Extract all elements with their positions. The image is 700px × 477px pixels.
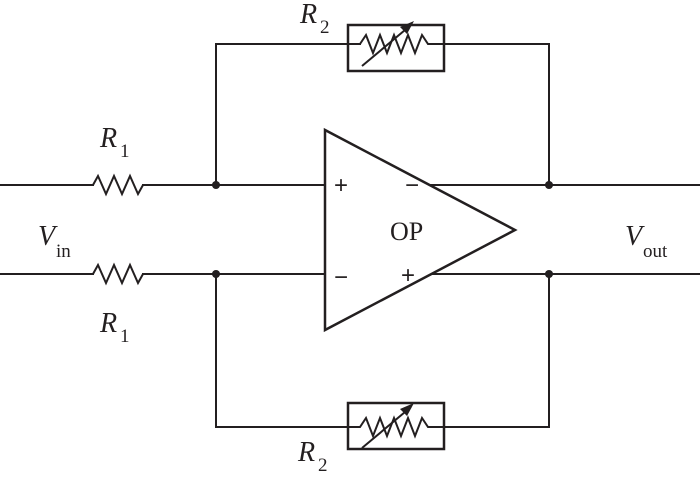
junction-dot-top-right [545,181,553,189]
bottom-r2-letter: R [297,437,315,468]
top-r2-arrowhead [400,21,414,34]
top-r2-box [346,23,446,73]
junction-dot-bottom-right [545,270,553,278]
op-pin-bottom-right-sign: + [401,262,415,289]
top-r1-subscript: 1 [120,141,130,162]
bottom-r1-label: R 1 [99,308,130,347]
junction-dot-top-left [212,181,220,189]
bottom-r1-letter: R [99,308,117,339]
top-r2-subscript: 2 [320,17,330,38]
op-pin-top-right-sign: − [405,172,419,199]
vin-letter: V [38,221,58,252]
op-amp-label: OP [390,217,423,246]
vout-subscript: out [643,241,668,262]
op-pin-top-left-sign: + [334,172,348,199]
op-amp-triangle [323,127,518,333]
vin-subscript: in [56,241,71,262]
top-feedback-wire [215,43,349,186]
top-r1-letter: R [99,123,117,154]
top-r2-resistor [359,32,444,56]
bottom-r2-variable-arrow [361,406,412,449]
bottom-r2-resistor [348,415,444,439]
bottom-r1-subscript: 1 [120,326,130,347]
vin-label: V in [38,221,71,262]
top-feedback-return-wire [443,43,550,186]
vout-letter: V [625,221,645,252]
top-r2-variable-arrow [361,24,412,67]
bottom-r2-arrowhead [400,403,414,416]
bottom-r2-subscript: 2 [318,455,328,476]
top-r2-letter: R [299,0,317,30]
top-r2-label: R 2 [299,0,330,38]
top-r1-resistor [92,173,144,197]
bottom-r1-resistor [92,262,144,286]
bottom-feedback-wire [215,273,349,428]
junction-dot-bottom-left [212,270,220,278]
bottom-r2-label: R 2 [297,437,328,476]
top-r1-label: R 1 [99,123,130,162]
vout-label: V out [625,221,668,262]
op-pin-bottom-left-sign: − [334,264,348,291]
bottom-feedback-return-wire [443,273,550,428]
